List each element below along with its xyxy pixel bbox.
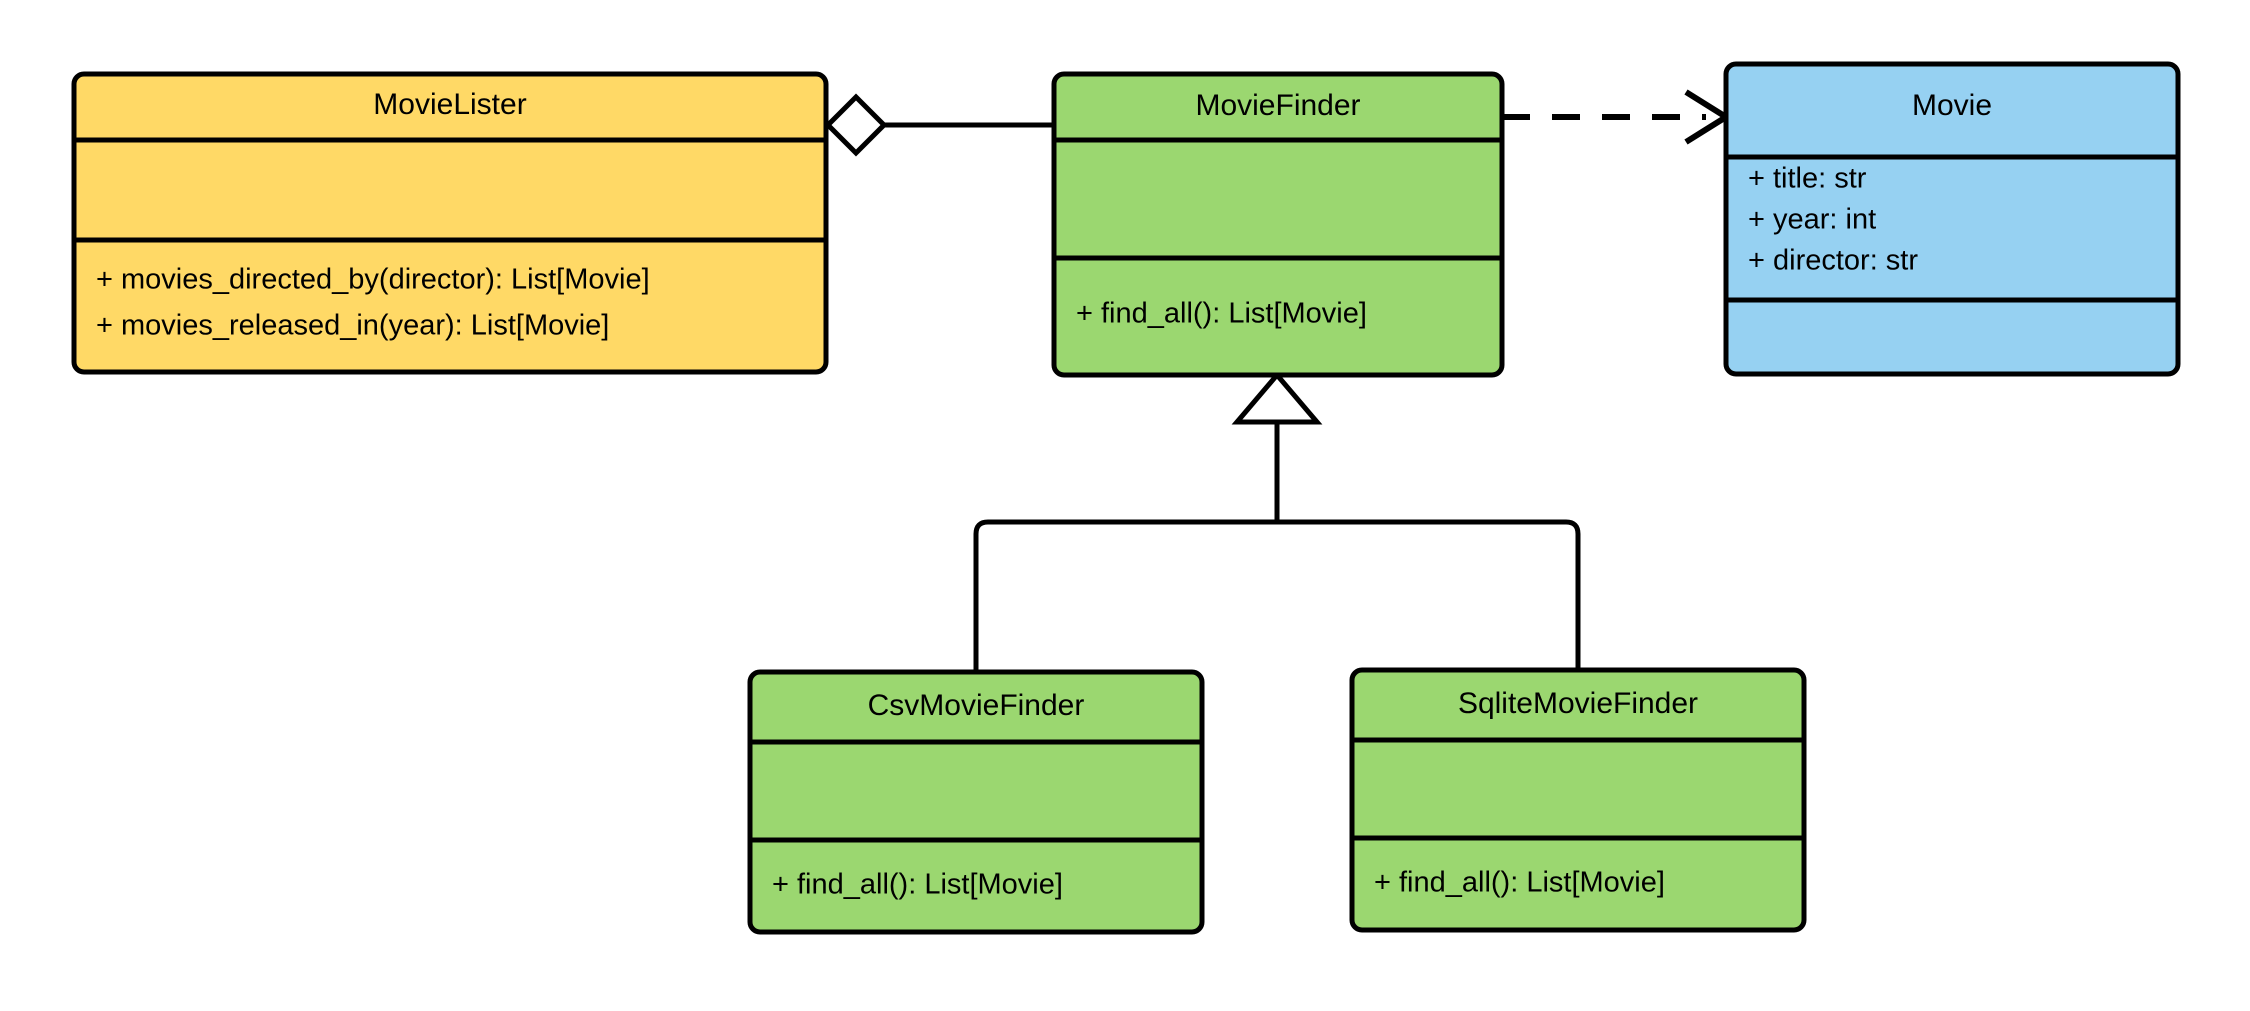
moviefinder-frame [1051, 71, 1505, 378]
csvmoviefinder-method-0: + find_all(): List[Movie] [772, 869, 1063, 901]
moviefinder-class-name: MovieFinder [1195, 89, 1360, 122]
sqlitemoviefinder-frame [1349, 667, 1807, 933]
sqlitemoviefinder-class-name: SqliteMovieFinder [1458, 687, 1698, 720]
movie-attribute-1: + year: int [1748, 204, 1876, 236]
generalization-horizontal-bus [973, 519, 1581, 545]
movie-attribute-0: + title: str [1748, 163, 1867, 195]
class-box-csvmoviefinder[interactable]: CsvMovieFinder + find_all(): List[Movie] [747, 669, 1205, 935]
class-box-moviefinder[interactable]: MovieFinder + find_all(): List[Movie] [1051, 71, 1505, 378]
relationship-generalization-bus[interactable] [973, 371, 1581, 672]
movielister-method-1: + movies_released_in(year): List[Movie] [96, 310, 609, 342]
movielister-frame [71, 71, 829, 375]
sqlitemoviefinder-method-0: + find_all(): List[Movie] [1374, 867, 1665, 899]
movie-class-name: Movie [1912, 89, 1992, 122]
hollow-triangle-icon [1231, 371, 1323, 425]
movie-frame [1723, 61, 2181, 377]
movie-attribute-2: + director: str [1748, 245, 1918, 277]
hollow-diamond-icon [824, 93, 888, 157]
movielister-method-0: + movies_directed_by(director): List[Mov… [96, 264, 650, 296]
csvmoviefinder-class-name: CsvMovieFinder [868, 689, 1085, 722]
moviefinder-method-0: + find_all(): List[Movie] [1076, 298, 1367, 330]
relationship-dependency-moviefinder-movie[interactable] [1502, 89, 1732, 145]
csvmoviefinder-frame [747, 669, 1205, 935]
relationship-aggregation-movielister-moviefinder[interactable] [824, 93, 1056, 157]
class-box-movielister[interactable]: MovieLister + movies_directed_by(directo… [71, 71, 829, 375]
class-box-sqlitemoviefinder[interactable]: SqliteMovieFinder + find_all(): List[Mov… [1349, 667, 1807, 933]
movielister-class-name: MovieLister [373, 88, 526, 121]
class-box-movie[interactable]: Movie + title: str + year: int + directo… [1723, 61, 2181, 377]
